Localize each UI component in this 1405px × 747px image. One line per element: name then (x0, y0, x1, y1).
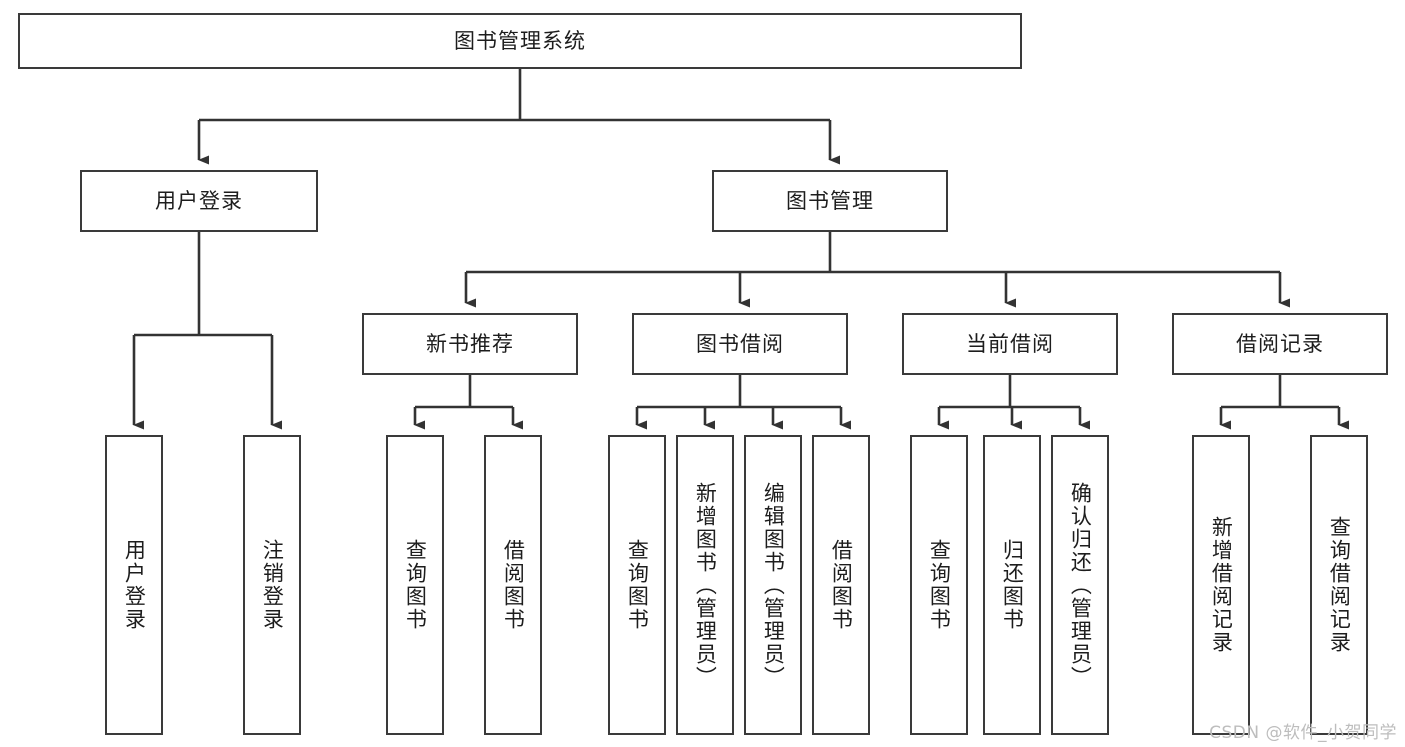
node-current-borrow[interactable]: 当前借阅 (902, 313, 1118, 375)
node-leaf-borrow-book-rec[interactable]: 借阅图书 (484, 435, 542, 735)
node-leaf-query-book-rec-label: 查询图书 (403, 539, 428, 631)
node-root-label: 图书管理系统 (454, 28, 586, 53)
node-book-borrow-label: 图书借阅 (696, 331, 784, 356)
node-leaf-edit-book-label: 编辑图书（管理员） (761, 481, 786, 689)
watermark-text: CSDN @软件_小贺同学 (1209, 723, 1397, 743)
node-leaf-borrow-book-rec-label: 借阅图书 (501, 539, 526, 631)
node-leaf-user-login-label: 用户登录 (122, 539, 147, 631)
node-leaf-query-book-rec[interactable]: 查询图书 (386, 435, 444, 735)
node-leaf-user-login[interactable]: 用户登录 (105, 435, 163, 735)
node-leaf-return-book[interactable]: 归还图书 (983, 435, 1041, 735)
node-user-login-label: 用户登录 (155, 188, 243, 213)
node-leaf-query-book-cur-label: 查询图书 (927, 539, 952, 631)
node-leaf-user-logout[interactable]: 注销登录 (243, 435, 301, 735)
node-borrow-record-label: 借阅记录 (1236, 331, 1324, 356)
node-user-login[interactable]: 用户登录 (80, 170, 318, 232)
node-leaf-query-book-cur[interactable]: 查询图书 (910, 435, 968, 735)
node-leaf-query-book-borrow[interactable]: 查询图书 (608, 435, 666, 735)
node-leaf-query-book-borrow-label: 查询图书 (625, 539, 650, 631)
node-leaf-borrow-book[interactable]: 借阅图书 (812, 435, 870, 735)
node-book-management-label: 图书管理 (786, 188, 874, 213)
node-leaf-user-logout-label: 注销登录 (260, 539, 285, 631)
node-leaf-borrow-book-label: 借阅图书 (829, 539, 854, 631)
node-new-book-recommend-label: 新书推荐 (426, 331, 514, 356)
node-leaf-add-record-label: 新增借阅记录 (1209, 516, 1234, 654)
node-leaf-confirm-return-label: 确认归还（管理员） (1068, 481, 1093, 689)
node-book-management[interactable]: 图书管理 (712, 170, 948, 232)
node-leaf-add-record[interactable]: 新增借阅记录 (1192, 435, 1250, 735)
node-leaf-query-record-label: 查询借阅记录 (1327, 516, 1352, 654)
node-leaf-confirm-return[interactable]: 确认归还（管理员） (1051, 435, 1109, 735)
node-leaf-query-record[interactable]: 查询借阅记录 (1310, 435, 1368, 735)
node-leaf-add-book-label: 新增图书（管理员） (693, 481, 718, 689)
node-book-borrow[interactable]: 图书借阅 (632, 313, 848, 375)
node-current-borrow-label: 当前借阅 (966, 331, 1054, 356)
node-root[interactable]: 图书管理系统 (18, 13, 1022, 69)
node-leaf-edit-book[interactable]: 编辑图书（管理员） (744, 435, 802, 735)
node-new-book-recommend[interactable]: 新书推荐 (362, 313, 578, 375)
node-borrow-record[interactable]: 借阅记录 (1172, 313, 1388, 375)
node-leaf-add-book[interactable]: 新增图书（管理员） (676, 435, 734, 735)
node-leaf-return-book-label: 归还图书 (1000, 539, 1025, 631)
